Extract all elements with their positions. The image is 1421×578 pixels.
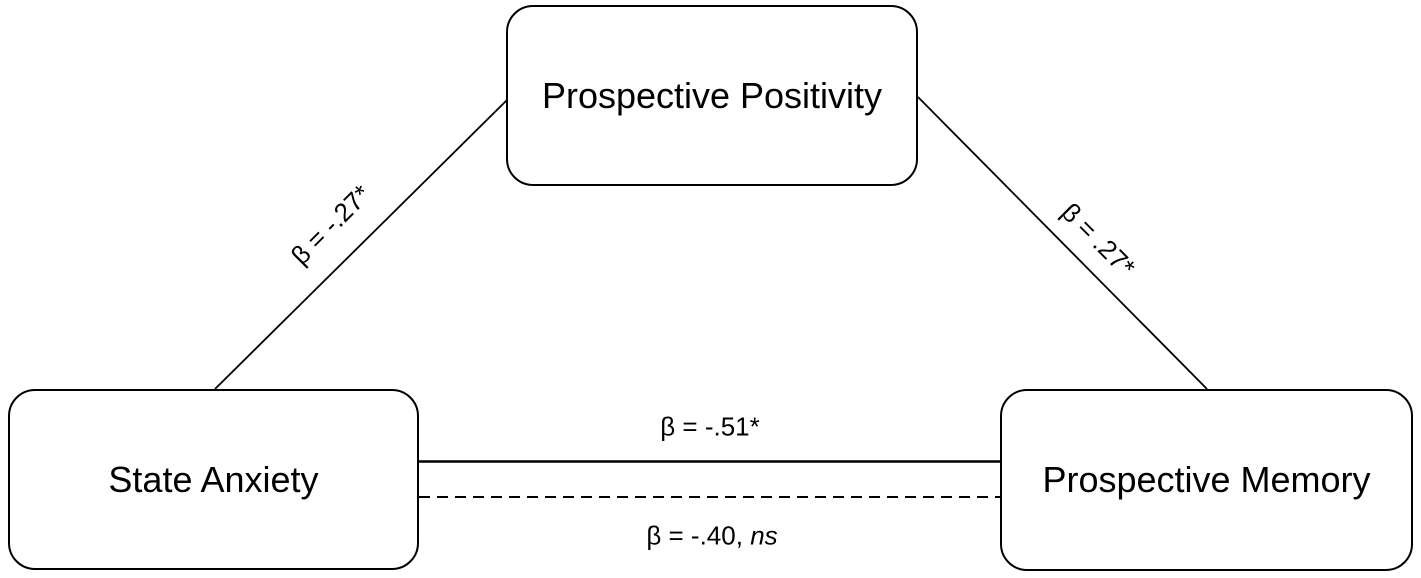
path-label-direct-effect: β = -.51*	[660, 411, 760, 442]
node-state-anxiety-label: State Anxiety	[108, 458, 319, 500]
node-state-anxiety: State Anxiety	[8, 389, 419, 570]
path-positivity-to-memory-line	[917, 96, 1208, 390]
path-anxiety-to-positivity-line	[214, 99, 508, 390]
node-prospective-positivity-label: Prospective Positivity	[541, 74, 883, 116]
path-label-total-effect-ns: ns	[750, 520, 778, 551]
path-label-total-effect-prefix: β = -.40,	[646, 520, 751, 551]
path-label-total-effect: β = -.40, ns	[646, 521, 777, 552]
node-prospective-positivity: Prospective Positivity	[506, 5, 918, 186]
node-prospective-memory-label: Prospective Memory	[1042, 459, 1371, 501]
node-prospective-memory: Prospective Memory	[1000, 389, 1413, 571]
